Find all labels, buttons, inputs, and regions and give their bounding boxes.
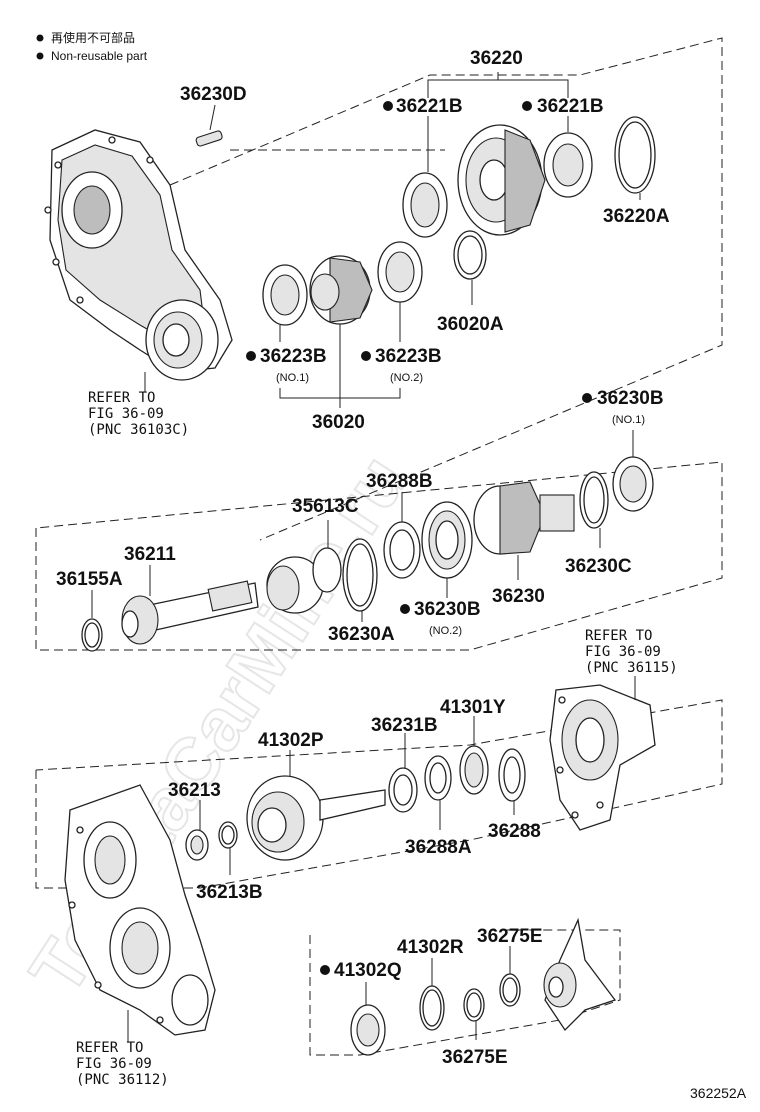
label-36223B-no1-sub: (NO.1)	[276, 372, 309, 384]
legend-dot-icon	[36, 34, 44, 42]
group-2-panel	[35, 461, 723, 651]
label-36230C: 36230C	[565, 556, 632, 577]
label-36275E-bottom: 36275E	[442, 1047, 508, 1068]
part-36223B-bearing-no1	[262, 264, 308, 326]
nonreusable-dot-icon	[522, 101, 532, 111]
part-36230D-pin	[195, 130, 223, 147]
part-36275E-ring-bottom	[463, 988, 485, 1022]
part-41302P-output-flange	[246, 775, 386, 861]
label-35613C: 35613C	[292, 496, 359, 517]
label-36288B: 36288B	[366, 471, 433, 492]
label-41302Q: 41302Q	[334, 960, 402, 981]
part-36288B-washer	[383, 521, 421, 579]
part-36230C-snap-ring	[579, 471, 609, 529]
legend-dot-icon	[36, 52, 44, 60]
part-36220-gear	[457, 124, 546, 236]
legend-en: Non-reusable part	[51, 49, 148, 63]
group-1-panel	[169, 37, 723, 541]
companion-flange	[543, 917, 617, 1032]
label-36288A: 36288A	[405, 837, 472, 858]
part-36288A-washer	[424, 755, 452, 801]
nonreusable-dot-icon	[400, 604, 410, 614]
ref-2-line1: REFER TO	[585, 628, 652, 644]
part-36211-shaft	[121, 580, 259, 645]
part-36155A-ring	[81, 618, 103, 652]
label-36213B: 36213B	[196, 882, 263, 903]
part-35613C-sleeve	[266, 547, 342, 614]
label-36211: 36211	[124, 544, 176, 565]
ref-3-line1: REFER TO	[76, 1040, 143, 1056]
label-41302P: 41302P	[258, 730, 324, 751]
nonreusable-dot-icon	[582, 393, 592, 403]
label-36223B-no2: 36223B	[375, 346, 442, 367]
nonreusable-dot-icon	[383, 101, 393, 111]
part-36288-washer	[498, 748, 526, 802]
label-36275E-top: 36275E	[477, 926, 543, 947]
group-3-panel	[35, 699, 723, 889]
group-4-panel	[309, 929, 621, 1056]
diagram-code: 362252A	[690, 1085, 747, 1101]
part-36230B-needle-bearing-no2	[421, 501, 473, 579]
label-36230B-no1-sub: (NO.1)	[612, 414, 645, 426]
transfer-case-rear-housing	[549, 684, 656, 831]
ref-note-1: REFER TO FIG 36-09 (PNC 36103C)	[88, 390, 189, 438]
part-36020A-ring	[453, 230, 487, 280]
part-41302R-snap-ring	[419, 985, 445, 1031]
label-36231B: 36231B	[371, 715, 438, 736]
transfer-case-main-housing	[64, 784, 216, 1036]
label-36221B-right: 36221B	[537, 96, 604, 117]
label-41302R: 41302R	[397, 937, 464, 958]
label-36213: 36213	[168, 780, 221, 801]
part-36213-bearing	[185, 829, 209, 861]
part-36213B-ring	[218, 821, 238, 849]
label-36020A: 36020A	[437, 314, 504, 335]
part-36230B-bearing-no1	[612, 456, 654, 512]
ref-2-line2: FIG 36-09	[585, 644, 661, 660]
part-36221B-bearing-right	[543, 132, 593, 198]
part-36221B-bearing-left	[402, 172, 448, 238]
label-36230D: 36230D	[180, 84, 247, 105]
label-36230B-no2-sub: (NO.2)	[429, 625, 462, 637]
part-36220A-snap-ring	[614, 116, 656, 194]
ref-1-line1: REFER TO	[88, 390, 155, 406]
label-36230B-no2: 36230B	[414, 599, 481, 620]
part-36230A-ring	[342, 538, 378, 612]
ref-1-line2: FIG 36-09	[88, 406, 164, 422]
ref-note-2: REFER TO FIG 36-09 (PNC 36115)	[585, 628, 678, 676]
nonreusable-dot-icon	[246, 351, 256, 361]
label-36020: 36020	[312, 412, 365, 433]
nonreusable-dot-icon	[320, 965, 330, 975]
ref-note-3: REFER TO FIG 36-09 (PNC 36112)	[76, 1040, 169, 1088]
part-36230-gear	[473, 481, 575, 555]
ref-3-line2: FIG 36-09	[76, 1056, 152, 1072]
part-36275E-ring-top	[499, 973, 521, 1007]
transfer-case-front-housing	[44, 129, 233, 381]
legend-jp: 再使用不可部品	[51, 30, 135, 45]
label-36220: 36220	[427, 48, 569, 98]
label-36223B-no1: 36223B	[260, 346, 327, 367]
label-36220-text: 36220	[470, 48, 523, 69]
label-36230A: 36230A	[328, 624, 395, 645]
label-36223B-no2-sub: (NO.2)	[390, 372, 423, 384]
ref-3-line3: (PNC 36112)	[76, 1072, 169, 1088]
label-36221B-left: 36221B	[396, 96, 463, 117]
part-36020-gear	[309, 255, 373, 325]
label-41301Y: 41301Y	[440, 697, 506, 718]
part-36231B-washer	[388, 767, 418, 813]
label-36230B-no1: 36230B	[597, 388, 664, 409]
part-36223B-bearing-no2	[377, 241, 423, 303]
part-41301Y-seal	[459, 745, 489, 795]
nonreusable-dot-icon	[361, 351, 371, 361]
label-36288: 36288	[488, 821, 541, 842]
ref-2-line3: (PNC 36115)	[585, 660, 678, 676]
label-36230: 36230	[492, 586, 545, 607]
label-36155A: 36155A	[56, 569, 123, 590]
part-41302Q-bearing	[350, 1004, 386, 1056]
label-36220A: 36220A	[603, 206, 670, 227]
ref-1-line3: (PNC 36103C)	[88, 422, 189, 438]
